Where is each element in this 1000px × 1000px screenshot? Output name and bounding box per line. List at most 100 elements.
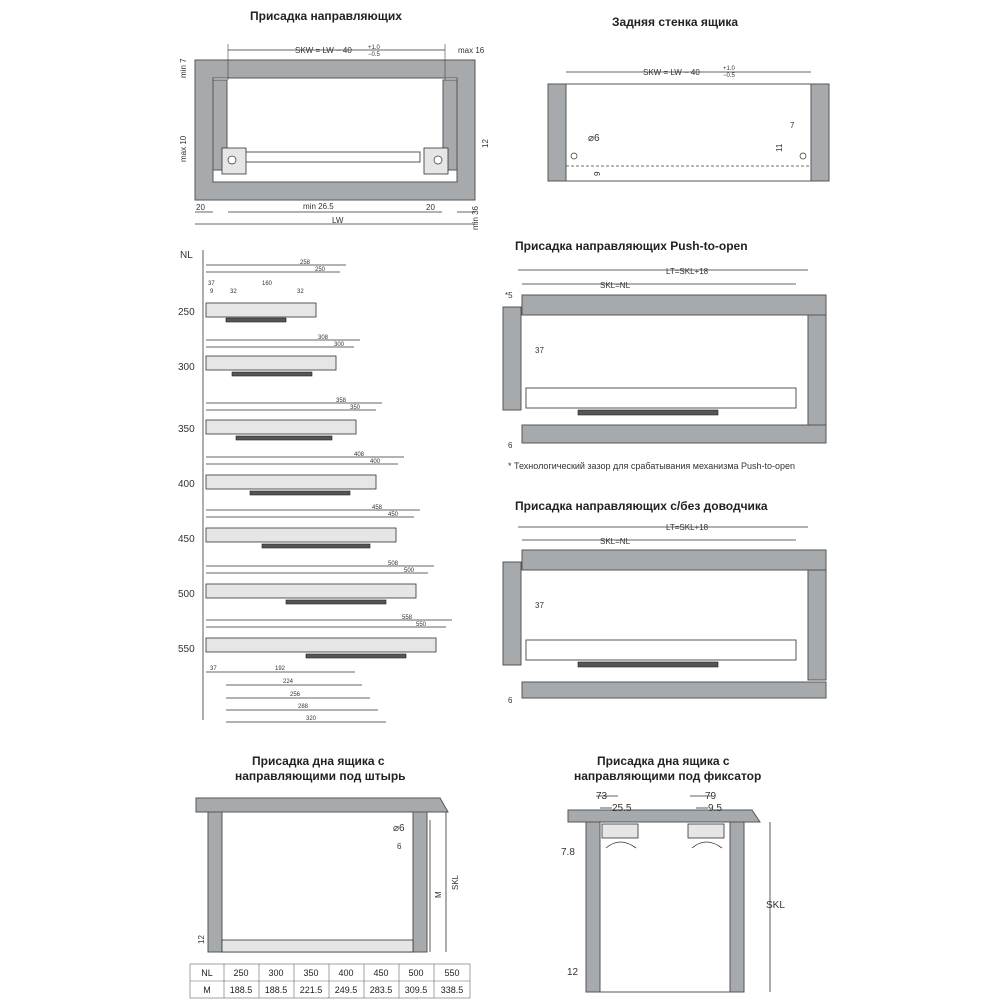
- push-back-post: [807, 314, 827, 426]
- rail-row-300: 300 308 300: [178, 335, 360, 377]
- table-m-cell: 283.5: [370, 985, 393, 995]
- drawer-bottom: [244, 151, 421, 163]
- rail-body: [205, 302, 317, 318]
- panel-title-soft-close: Присадка направляющих с/без доводчика: [515, 499, 768, 513]
- rail-dim-outer: 408: [354, 452, 365, 458]
- soft-dim-lt: LT=SKL+18: [666, 523, 709, 532]
- panel-title-clip-l2: направляющими под фиксатор: [574, 769, 761, 783]
- rail-length-label: 400: [178, 479, 195, 490]
- table-m-cell: 188.5: [230, 985, 253, 995]
- rail-dim-outer: 558: [402, 615, 413, 621]
- panel-title-pin-l2: направляющими под штырь: [235, 769, 406, 783]
- push-footnote: * Технологический зазор для срабатывания…: [508, 461, 795, 471]
- dim-skw-tol-bottom: −0.5: [368, 52, 381, 58]
- rail-row-350: 350 358 350: [178, 398, 382, 441]
- dim-back-9: 9: [593, 171, 602, 176]
- panel-bottom-clip: Присадка дна ящика с направляющими под ф…: [561, 754, 785, 993]
- dim-back-7: 7: [790, 121, 795, 130]
- rail-bottom-288: 288: [298, 704, 309, 710]
- table-header-cell: NL: [201, 968, 213, 978]
- panel-push-to-open: Присадка направляющих Push-to-open LT=SK…: [502, 239, 827, 471]
- rail-slide: [225, 317, 287, 323]
- drawer-right-side: [442, 79, 458, 171]
- panel-back-wall: Задняя стенка ящика SKW = LW − 40 +1.0 −…: [547, 15, 830, 182]
- dim-back-skw: SKW = LW − 40: [643, 68, 700, 77]
- table-header-cell: 550: [444, 968, 459, 978]
- dim-lw: LW: [332, 216, 344, 225]
- rail-body: [205, 637, 437, 653]
- panel-title-back-wall: Задняя стенка ящика: [612, 15, 738, 29]
- push-rail: [525, 387, 797, 409]
- clip-dim-25: 25.5: [612, 803, 632, 814]
- rail-body: [205, 474, 377, 490]
- pin-m-table: NL 250 300 350 400 450 500 550 M 188.5 1…: [189, 963, 471, 999]
- rail-nl-label: NL: [180, 250, 193, 261]
- cabinet-inner: [212, 77, 458, 183]
- clip-dim-73: 73: [596, 791, 608, 802]
- dim-back-11: 11: [775, 143, 784, 152]
- pin-top-board: [195, 797, 449, 813]
- clip-dim-79: 79: [705, 791, 717, 802]
- back-wall-panel: [565, 83, 812, 182]
- pin-right-side: [412, 811, 428, 953]
- clip-dim-skl: SKL: [766, 900, 785, 911]
- table-m-cell: 309.5: [405, 985, 428, 995]
- rail-dim-32a: 32: [230, 289, 237, 295]
- rail-dim-inner: 450: [388, 512, 399, 518]
- clip-dim-95: 9.5: [708, 803, 722, 814]
- back-wall-right-post: [810, 83, 830, 182]
- dim-left-20: 20: [196, 203, 205, 212]
- push-slide: [577, 409, 719, 416]
- clip-left-lever: [605, 841, 637, 849]
- rail-slide: [231, 371, 313, 377]
- dim-max10: max 10: [179, 135, 188, 162]
- dim-back-tol-bottom: −0.5: [723, 73, 736, 79]
- pin-inner: [221, 811, 414, 953]
- rail-dim-160: 160: [262, 281, 273, 287]
- clip-dim-78: 7.8: [561, 847, 575, 858]
- runner-left-wheel: [227, 155, 237, 165]
- rail-dim-32b: 32: [297, 289, 304, 295]
- clip-right-fixator: [687, 823, 725, 839]
- rail-dim-inner: 300: [334, 342, 345, 348]
- drawer-left-side: [212, 79, 228, 171]
- clip-left-side: [585, 821, 601, 993]
- pin-dim-12: 12: [197, 935, 206, 944]
- rail-slide: [261, 543, 371, 549]
- pin-dim-6: 6: [397, 842, 402, 851]
- table-header-cell: 250: [233, 968, 248, 978]
- soft-top-shelf: [521, 549, 827, 571]
- panel-soft-close: Присадка направляющих с/без доводчика LT…: [502, 499, 827, 705]
- rail-row-400: 400 408 400: [178, 452, 404, 496]
- panel-title-push: Присадка направляющих Push-to-open: [515, 239, 748, 253]
- clip-dim-12: 12: [567, 967, 579, 978]
- table-m-cell: 338.5: [441, 985, 464, 995]
- table-header-cell: 450: [373, 968, 388, 978]
- clip-inner: [599, 821, 731, 993]
- rail-dim-outer: 458: [372, 505, 383, 511]
- rail-dim-inner: 400: [370, 459, 381, 465]
- rail-bottom-192: 192: [275, 666, 286, 672]
- table-header-cell: 400: [338, 968, 353, 978]
- table-header-cell: 300: [268, 968, 283, 978]
- clip-right-side: [729, 821, 745, 993]
- soft-back-post: [807, 569, 827, 681]
- rail-dim-outer: 358: [336, 398, 347, 404]
- pin-bottom-rail: [221, 939, 414, 953]
- push-dim-lt: LT=SKL+18: [666, 267, 709, 276]
- rail-length-label: 500: [178, 589, 195, 600]
- clip-right-lever: [691, 841, 723, 849]
- soft-dim-37: 37: [535, 601, 544, 610]
- dim-skw: SKW = LW − 40: [295, 46, 352, 55]
- push-dim-skl: SKL=NL: [600, 281, 631, 290]
- soft-bottom-shelf: [521, 681, 827, 699]
- push-front-panel: [502, 306, 522, 411]
- rail-dim-inner: 500: [404, 568, 415, 574]
- panel-guides-mounting: Присадка направляющих SKW = LW − 40 +1.0…: [179, 9, 490, 230]
- rail-bottom-224: 224: [283, 679, 294, 685]
- rail-row-500: 500 508 500: [178, 561, 434, 605]
- rail-slide: [249, 490, 351, 496]
- pin-dim-hole: ⌀6: [393, 823, 405, 834]
- dim-skw-tol-top: +1.0: [368, 45, 381, 51]
